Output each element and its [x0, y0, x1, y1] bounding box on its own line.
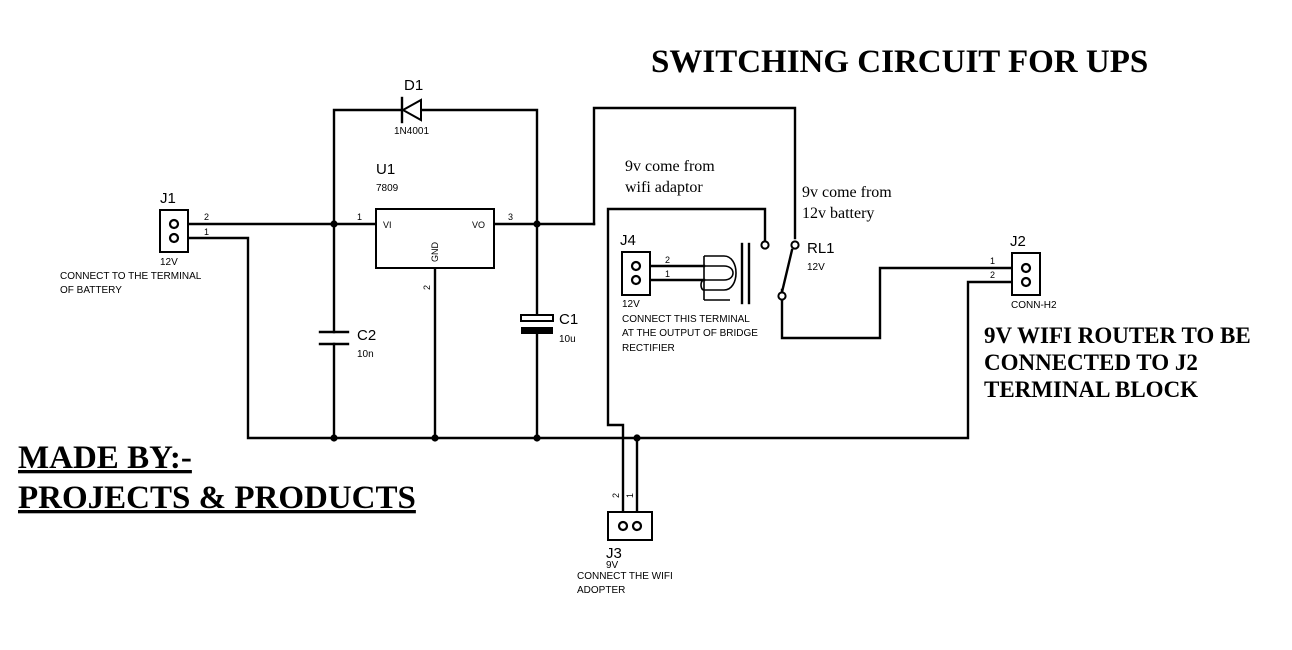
j2-pin2-number: 2	[990, 270, 995, 280]
j1-note-line1: CONNECT TO THE TERMINAL	[60, 271, 202, 282]
d1-ref: D1	[404, 77, 423, 94]
capacitor-c1: C1 10u	[520, 311, 578, 345]
junctions	[330, 220, 641, 442]
j1-pin1-number: 1	[204, 227, 209, 237]
junction-dot	[330, 434, 338, 442]
connector-j3[interactable]: 2 1 J3 9V CONNECT THE WIFI ADOPTER	[577, 493, 673, 596]
rl1-value: 12V	[807, 262, 825, 273]
router-note-line1: 9V WIFI ROUTER TO BE	[984, 323, 1251, 348]
j3-note-line2: ADOPTER	[577, 585, 625, 596]
j4-pin1-number: 1	[665, 269, 670, 279]
diode-d1: D1 1N4001	[394, 77, 429, 137]
rl1-ref: RL1	[807, 240, 835, 257]
j3-pin1-number: 1	[625, 493, 635, 498]
relay-switch-arm	[780, 248, 794, 294]
j3-pin2-number: 2	[611, 493, 621, 498]
junction-dot	[330, 220, 338, 228]
battery-source-note-line1: 9v come from	[802, 184, 892, 201]
j4-pin2-number: 2	[665, 255, 670, 265]
u1-pin3-number: 3	[508, 212, 513, 222]
c2-value: 10n	[357, 349, 374, 360]
d1-value: 1N4001	[394, 126, 429, 137]
j1-note-line2: OF BATTERY	[60, 285, 122, 296]
j1-ref: J1	[160, 190, 176, 207]
credit-line2: PROJECTS & PRODUCTS	[18, 480, 416, 516]
u1-pin2-number: 2	[422, 285, 432, 290]
c2-ref: C2	[357, 327, 376, 344]
regulator-u1: U1 7809 VI VO GND 1 3 2	[357, 161, 513, 290]
j3-ref: J3	[606, 545, 622, 562]
j1-pin2-number: 2	[204, 212, 209, 222]
wire-relay-nc	[592, 106, 797, 240]
wire-diode-right	[419, 108, 539, 226]
j3-value: 9V	[606, 560, 619, 571]
j4-note-line3: RECTIFIER	[622, 343, 675, 354]
router-note-line3: TERMINAL BLOCK	[984, 377, 1198, 402]
u1-pin-gnd: GND	[430, 242, 440, 263]
wire-diode-left	[332, 108, 403, 226]
j4-ref: J4	[620, 232, 636, 249]
wifi-source-note-line2: wifi adaptor	[625, 179, 703, 196]
j4-note-line1: CONNECT THIS TERMINAL	[622, 314, 750, 325]
u1-value: 7809	[376, 183, 399, 194]
j4-value: 12V	[622, 299, 640, 310]
connector-j2[interactable]: J2 1 2 CONN-H2	[990, 233, 1057, 311]
junction-dot	[431, 434, 439, 442]
u1-ref: U1	[376, 161, 395, 178]
junction-dot	[633, 434, 641, 442]
c1-value: 10u	[559, 334, 576, 345]
wires	[186, 106, 1020, 522]
j2-ref: J2	[1010, 233, 1026, 250]
capacitor-c2: C2 10n	[318, 327, 376, 360]
credit-line1: MADE BY:-	[18, 440, 192, 476]
c1-ref: C1	[559, 311, 578, 328]
j2-value: CONN-H2	[1011, 300, 1057, 311]
relay-rl1: RL1 12V	[700, 240, 835, 305]
relay-coil	[700, 255, 737, 291]
j3-note-line1: CONNECT THE WIFI	[577, 571, 673, 582]
j2-pin1-number: 1	[990, 256, 995, 266]
junction-dot	[533, 434, 541, 442]
j4-note-line2: AT THE OUTPUT OF BRIDGE	[622, 328, 758, 339]
u1-pin1-number: 1	[357, 212, 362, 222]
wifi-source-note-line1: 9v come from	[625, 158, 715, 175]
connector-j1[interactable]: J1 2 1 12V CONNECT TO THE TERMINAL OF BA…	[60, 190, 209, 296]
j1-value: 12V	[160, 257, 178, 268]
wire-ground-bus	[186, 236, 1020, 440]
wire-relay-no	[606, 207, 767, 522]
router-note-line2: CONNECTED TO J2	[984, 350, 1198, 375]
relay-contact-no	[760, 240, 770, 250]
u1-pin-vo: VO	[472, 220, 485, 230]
u1-pin-vi: VI	[383, 220, 392, 230]
connector-j4[interactable]: J4 2 1 12V CONNECT THIS TERMINAL AT THE …	[620, 232, 758, 354]
wire-relay-common	[780, 266, 1020, 340]
relay-contact-nc	[790, 240, 800, 250]
battery-source-note-line2: 12v battery	[802, 205, 874, 222]
junction-dot	[533, 220, 541, 228]
relay-contact-common	[777, 291, 787, 301]
diagram-title: SWITCHING CIRCUIT FOR UPS	[651, 44, 1148, 80]
